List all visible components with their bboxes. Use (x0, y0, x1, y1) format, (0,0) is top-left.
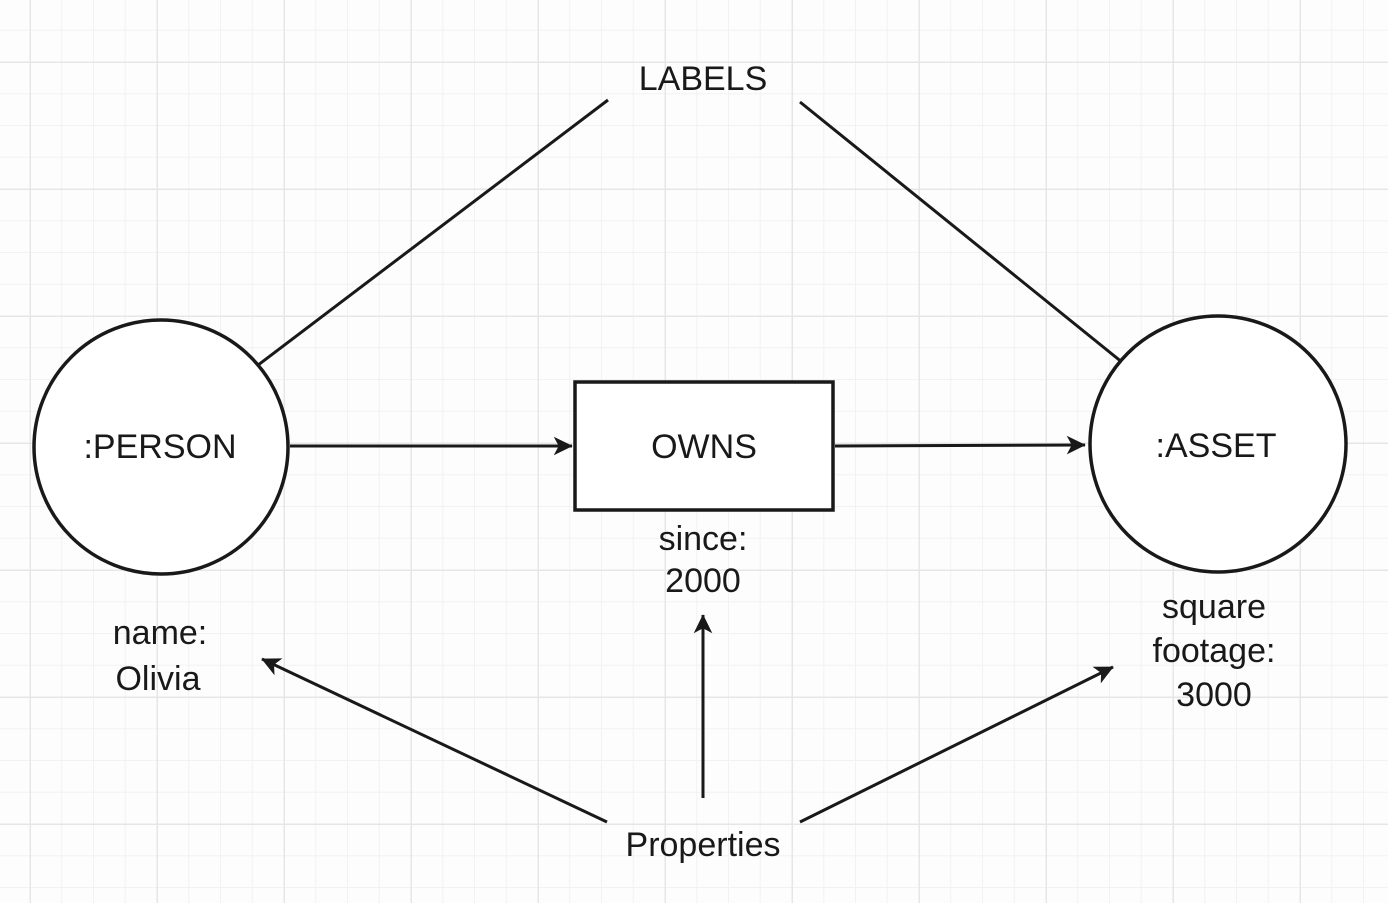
asset-property-line: 3000 (1176, 676, 1252, 714)
person-property-line: name: (113, 614, 208, 652)
owns-property-line: 2000 (665, 562, 741, 600)
properties-annotation: Properties (626, 826, 781, 864)
arrow-labels-to-asset (799, 100, 1181, 411)
owns-property-line: since: (659, 520, 748, 558)
arrow-owns-to-asset (834, 435, 1086, 455)
node-asset-circle (1088, 314, 1348, 574)
labels-annotation: LABELS (639, 60, 768, 98)
arrow-labels-to-person (195, 98, 609, 414)
arrow-properties-to-name (261, 657, 608, 824)
asset-property-line: footage: (1153, 632, 1276, 670)
node-person-circle (32, 318, 290, 576)
relationship-owns-box (573, 380, 835, 512)
asset-property-line: square (1162, 588, 1266, 626)
person-property-line: Olivia (115, 660, 200, 698)
arrow-properties-to-footage (799, 665, 1114, 824)
relationship-owns-label: OWNS (651, 428, 757, 466)
node-person-label: :PERSON (83, 428, 236, 466)
node-asset-label: :ASSET (1156, 427, 1277, 465)
